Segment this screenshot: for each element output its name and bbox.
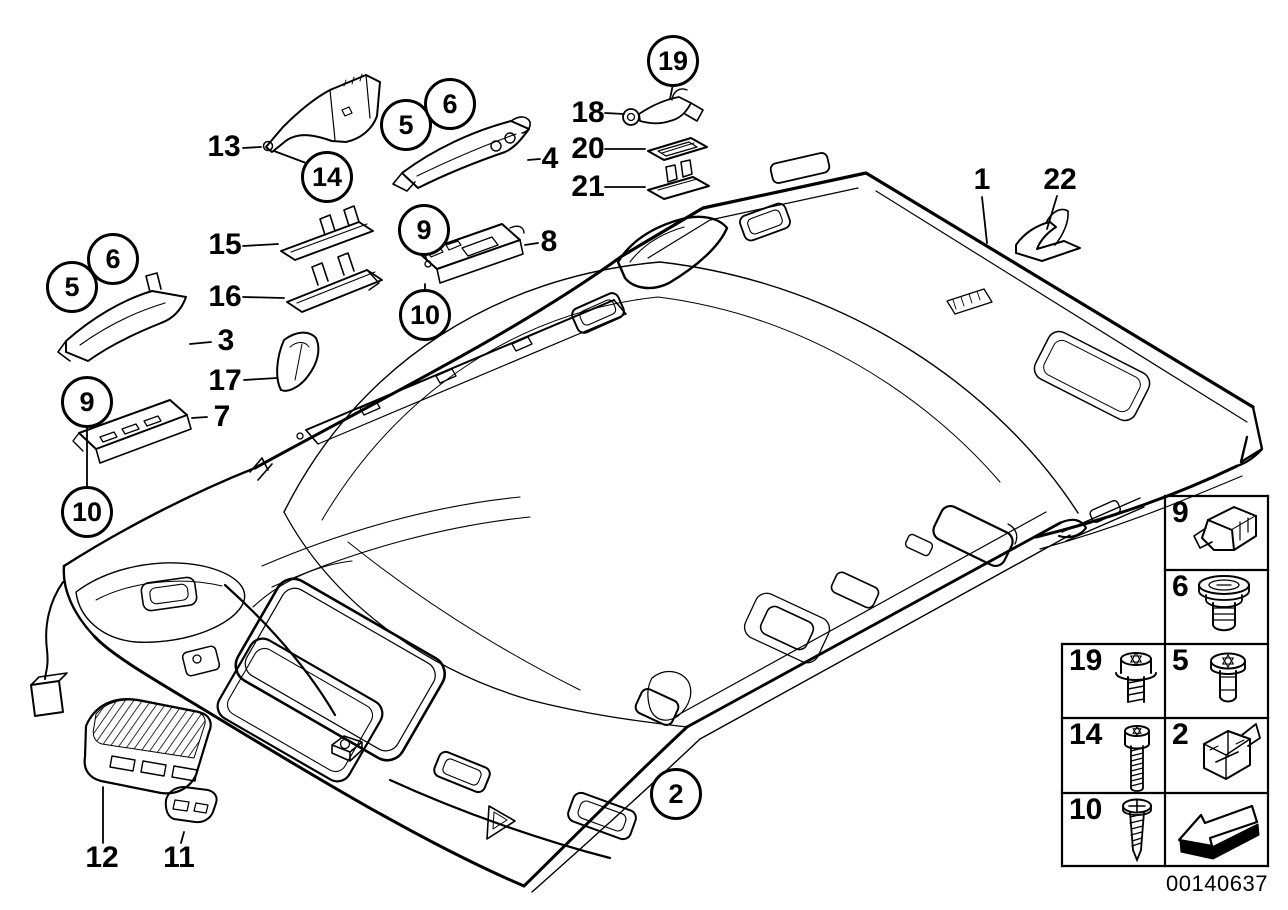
image-number: 00140637 bbox=[1166, 871, 1268, 896]
part-17-cover bbox=[276, 331, 320, 392]
callout-6-circled-top[interactable]: 6 bbox=[424, 78, 476, 130]
callout-15[interactable]: 15 bbox=[208, 228, 242, 261]
legend-num-9: 9 bbox=[1172, 496, 1189, 529]
callout-21[interactable]: 21 bbox=[571, 170, 605, 203]
leader-lines bbox=[86, 83, 1058, 844]
part-7-rail bbox=[72, 399, 192, 464]
legend-num-6: 6 bbox=[1172, 570, 1189, 603]
part-11-bracket bbox=[164, 786, 218, 824]
legend-num-2: 2 bbox=[1172, 718, 1189, 751]
part-4-bracket bbox=[392, 116, 531, 192]
legend-icon-long-torx-screw bbox=[1124, 725, 1150, 792]
callout-9-circled-top[interactable]: 9 bbox=[398, 204, 450, 256]
part-22-clip bbox=[1015, 208, 1081, 262]
callout-16[interactable]: 16 bbox=[208, 280, 242, 313]
legend-num-5: 5 bbox=[1172, 644, 1189, 677]
part-20-frame bbox=[647, 137, 708, 161]
legend-table bbox=[1060, 494, 1270, 868]
part-21-bracket bbox=[647, 159, 710, 200]
part-16-rail bbox=[286, 252, 383, 313]
callout-5-circled-top[interactable]: 5 bbox=[380, 99, 432, 151]
direction-of-travel-arrow-icon bbox=[1177, 804, 1260, 860]
callout-7[interactable]: 7 bbox=[213, 400, 231, 433]
callout-12[interactable]: 12 bbox=[85, 841, 119, 874]
callout-3[interactable]: 3 bbox=[217, 324, 235, 357]
callout-22[interactable]: 22 bbox=[1043, 163, 1077, 196]
legend-num-19: 19 bbox=[1069, 644, 1103, 677]
legend-num-14: 14 bbox=[1069, 718, 1103, 751]
legend-icon-short-torx-screw bbox=[1115, 651, 1157, 703]
legend-icon-spring-nut-clip bbox=[1193, 506, 1257, 551]
legend-icon-torx-screw bbox=[1210, 652, 1246, 703]
callout-8[interactable]: 8 bbox=[540, 225, 558, 258]
sunroof-frame bbox=[216, 560, 446, 783]
legend-icon-expansion-rivet bbox=[1198, 575, 1250, 632]
callout-11[interactable]: 11 bbox=[163, 841, 195, 874]
callout-13[interactable]: 13 bbox=[207, 130, 241, 163]
legend-icon-clamp-clip bbox=[1203, 723, 1261, 780]
callout-5-circled-left[interactable]: 5 bbox=[46, 261, 98, 313]
part-15-rail bbox=[280, 205, 374, 261]
part-13-retainer bbox=[262, 73, 381, 153]
callout-2-circled[interactable]: 2 bbox=[650, 768, 702, 820]
callout-4[interactable]: 4 bbox=[541, 142, 559, 175]
callout-10-circled-left[interactable]: 10 bbox=[61, 486, 113, 538]
legend-num-10: 10 bbox=[1069, 793, 1103, 826]
callout-18[interactable]: 18 bbox=[571, 96, 605, 129]
callout-1[interactable]: 1 bbox=[973, 163, 991, 196]
callout-10-circled-top[interactable]: 10 bbox=[399, 289, 451, 341]
callout-17[interactable]: 17 bbox=[208, 364, 242, 397]
part-3-bracket bbox=[57, 272, 187, 362]
headliner-panel-drawing bbox=[62, 152, 1264, 893]
callout-20[interactable]: 20 bbox=[571, 132, 605, 165]
callout-9-circled-left[interactable]: 9 bbox=[61, 376, 113, 428]
callout-19-circled[interactable]: 19 bbox=[647, 35, 699, 87]
callout-14-circled[interactable]: 14 bbox=[301, 151, 353, 203]
front-interior-details bbox=[30, 496, 531, 717]
legend-icon-tapping-screw bbox=[1122, 798, 1152, 863]
part-18-bracket bbox=[622, 88, 704, 126]
part-12-console bbox=[83, 698, 212, 795]
